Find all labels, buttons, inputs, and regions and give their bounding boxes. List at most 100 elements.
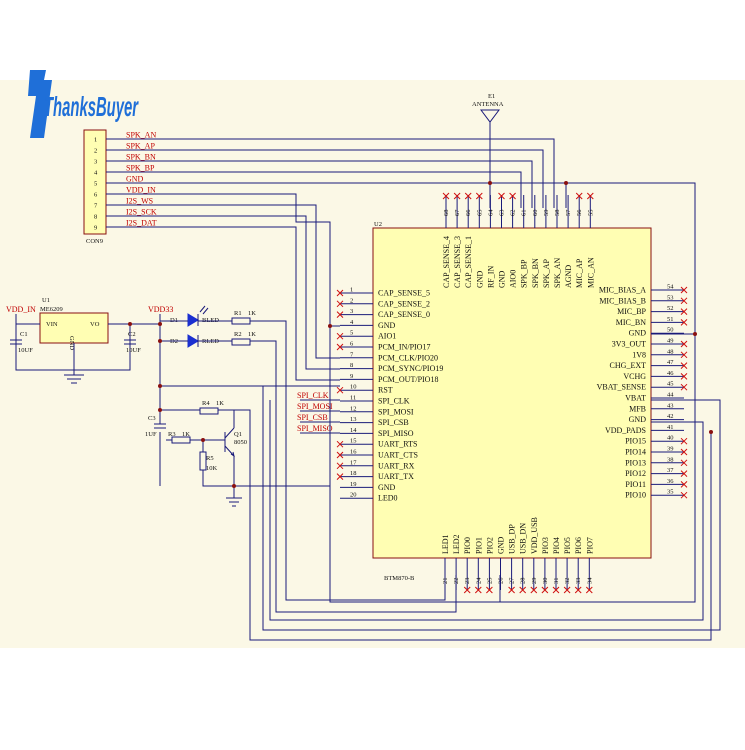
no-connect-mark (563, 586, 571, 594)
chip-pin-number: 26 (498, 577, 505, 584)
connector-con9: CON9 1SPK_AN2SPK_AP3SPK_BN4SPK_BP5GND6VD… (83, 129, 157, 245)
no-connect-mark (498, 192, 505, 200)
chip-pin-name: PIO6 (574, 537, 583, 554)
no-connect-mark (680, 297, 688, 305)
chip-ref: U2 (374, 221, 382, 228)
no-connect-mark (336, 451, 344, 459)
resistor-r4-value: 1K (216, 400, 224, 407)
cap-c3-value: 1UF (145, 431, 157, 438)
chip-pin-number: 67 (454, 209, 461, 216)
resistor-r3-ref: R3 (168, 431, 176, 438)
regulator-u1: U1 ME6209 VIN VO GND VDD_IN VDD33 C1 10U… (6, 297, 173, 420)
chip-pin-name: 3V3_OUT (612, 340, 646, 349)
chip-pin-number: 38 (667, 456, 674, 463)
chip-pin-number: 44 (667, 392, 674, 399)
chip-pin-name: UART_CTS (378, 451, 418, 460)
chip-pin-number: 47 (667, 359, 674, 366)
chip-pin-number: 37 (667, 467, 674, 474)
chip-pin-number: 33 (575, 578, 582, 585)
no-connect-mark (475, 192, 483, 200)
no-connect-mark (575, 192, 583, 200)
junction-dot (201, 438, 205, 442)
cap-c1-symbol (10, 339, 22, 345)
chip-pin-number: 57 (565, 209, 572, 216)
regulator-vo-label: VO (90, 321, 100, 328)
led-section: D1 BLED D2 RLED R1 1K R2 1K (160, 305, 457, 613)
connector-net-label: SPK_AP (126, 142, 155, 151)
chip-pin-name: 1V8 (632, 350, 646, 359)
no-connect-mark (336, 289, 344, 297)
no-connect-mark (680, 340, 688, 348)
chip-pin-name: AGND (564, 265, 573, 288)
chip-pin-name: UART_RTS (378, 440, 418, 449)
no-connect-mark (336, 343, 344, 351)
chip-pin-name: VBAT (625, 394, 646, 403)
no-connect-mark (680, 491, 688, 499)
no-connect-mark (574, 586, 582, 594)
chip-pin-name: PIO13 (625, 458, 646, 467)
chip-pin-name: CHG_EXT (610, 361, 647, 370)
chip-pin-number: 58 (554, 210, 561, 217)
chip-pin-name: MIC_BP (617, 307, 646, 316)
logo-mark-icon (28, 70, 52, 138)
chip-pin-name: VCHG (623, 372, 646, 381)
chip-pin-number: 53 (667, 294, 674, 301)
chip-pin-name: PIO5 (563, 537, 572, 554)
chip-pin-number: 23 (464, 578, 471, 585)
resistor-r2-ref: R2 (234, 331, 242, 338)
regulator-part: ME6209 (40, 306, 63, 313)
connector-pin-number: 7 (94, 203, 98, 210)
no-connect-mark (336, 462, 344, 470)
chip-pin-name: CAP_SENSE_2 (378, 299, 430, 308)
resistor-r1-ref: R1 (234, 310, 242, 317)
chip-pin-name: VDD_PADS (605, 426, 646, 435)
cap-c3-ref: C3 (148, 415, 156, 422)
no-connect-mark (519, 586, 527, 594)
no-connect-mark (336, 440, 344, 448)
chip-pin-name: RST (378, 386, 393, 395)
chip-pin-name: PIO7 (585, 537, 594, 554)
antenna-e1: E1 ANTENNA (472, 93, 504, 130)
transistor-part: 8050 (234, 439, 247, 446)
no-connect-mark (541, 586, 549, 594)
chip-body (372, 227, 652, 559)
no-connect-mark (453, 192, 461, 200)
chip-pin-name: GND (378, 321, 396, 330)
no-connect-mark (586, 192, 594, 200)
chip-pin-name: CAP_SENSE_4 (442, 236, 451, 288)
cap-c2-ref: C2 (128, 331, 136, 338)
no-connect-mark (336, 386, 344, 394)
resistor-r4-ref: R4 (202, 400, 210, 407)
chip-pin-number: 41 (667, 424, 674, 431)
no-connect-mark (680, 470, 688, 477)
chip-pin-name: USB_DN (519, 523, 528, 554)
regulator-wiring (15, 314, 161, 420)
junction-dot (158, 384, 162, 388)
chip-pin-number: 13 (350, 416, 357, 423)
chip-pin-number: 18 (350, 470, 357, 477)
chip-pin-name: PIO10 (625, 491, 646, 500)
cap-c1-value: 10UF (18, 347, 33, 354)
chip-pin-number: 27 (509, 577, 516, 584)
chip-pin-name: SPI_MISO (378, 429, 414, 438)
connector-pin-number: 4 (94, 170, 98, 177)
junction-dot (488, 181, 492, 185)
no-connect-mark (336, 300, 344, 308)
connector-pin-number: 9 (94, 225, 97, 232)
chip-pin-number: 61 (521, 210, 528, 217)
chip-pin-number: 6 (350, 341, 354, 348)
connector-pin-number: 8 (94, 214, 97, 221)
chip-pin-name: MIC_BN (616, 318, 646, 327)
connector-body (83, 129, 107, 235)
chip-pin-name: MIC_BIAS_B (599, 296, 646, 305)
chip-pin-name: SPK_BP (520, 259, 529, 288)
connector-pin-number: 6 (94, 192, 98, 199)
chip-pin-name: PIO0 (463, 537, 472, 554)
resistor-r4 (199, 407, 219, 415)
chip-pin-name: PIO2 (485, 537, 494, 554)
no-connect-mark (463, 586, 471, 594)
chip-part: BTM870-B (384, 575, 415, 582)
chip-pin-name: CAP_SENSE_0 (378, 310, 430, 319)
